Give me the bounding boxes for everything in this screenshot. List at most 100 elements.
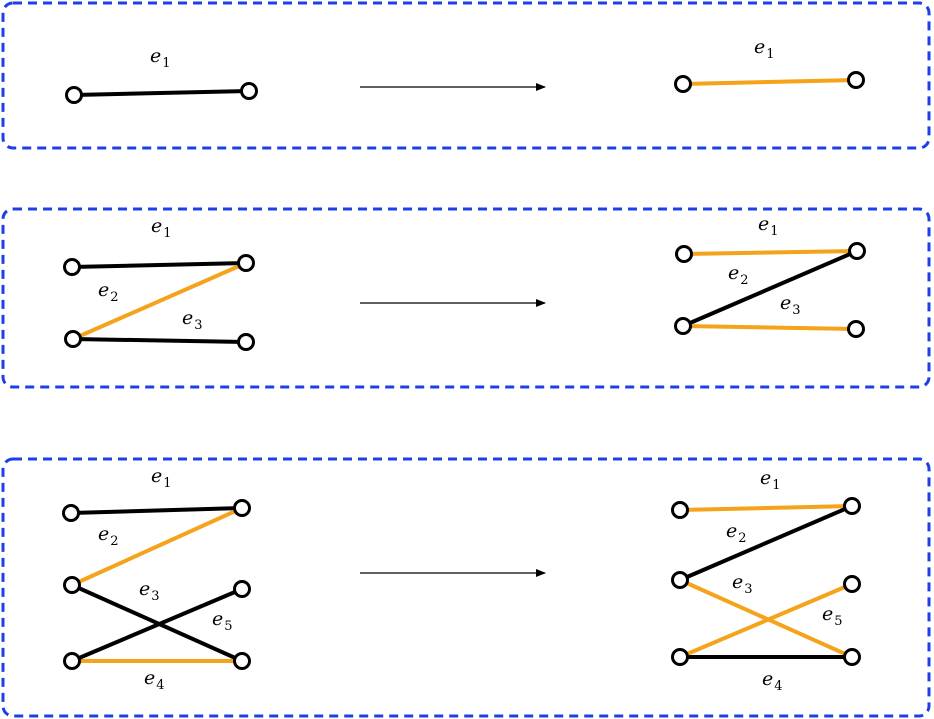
edge-e1: [681, 78, 858, 86]
edge-e3: [681, 324, 858, 331]
vertex-node: [63, 258, 81, 276]
panel-frame: [1, 457, 931, 718]
edge-label-subscript: 1: [162, 56, 170, 71]
edge-label-letter: e: [151, 465, 162, 487]
edge-label-e4: e4: [762, 668, 783, 694]
edge-label-subscript: 5: [834, 614, 842, 629]
edge-label-subscript: 1: [772, 478, 780, 493]
edge-label-e1: e1: [151, 215, 172, 241]
edge-e5: [70, 587, 244, 663]
vertex-node: [240, 82, 258, 100]
edge-e5: [678, 582, 854, 659]
edge-label-subscript: 2: [110, 290, 118, 305]
edge-label-e3: e3: [780, 292, 801, 318]
vertex-node: [233, 652, 251, 670]
edge-e1: [69, 506, 244, 515]
vertex-node: [63, 652, 81, 670]
vertex-node: [233, 499, 251, 517]
vertex-node: [64, 330, 82, 348]
edge-label-letter: e: [760, 467, 771, 489]
vertex-node: [847, 71, 865, 89]
vertex-node: [65, 86, 83, 104]
edge-label-letter: e: [822, 603, 833, 625]
edge-label-letter: e: [150, 45, 161, 67]
vertex-node: [671, 648, 689, 666]
vertex-node: [671, 501, 689, 519]
edge-label-subscript: 3: [744, 582, 752, 597]
edge-label-e3: e3: [139, 578, 160, 604]
edge-label-letter: e: [212, 608, 223, 630]
vertex-node: [62, 504, 80, 522]
edge-label-subscript: 4: [156, 678, 164, 693]
panel-3: [1, 457, 931, 718]
edge-label-letter: e: [182, 307, 193, 329]
edge-label-letter: e: [780, 292, 791, 314]
edge-label-e1: e1: [760, 467, 781, 493]
edge-label-e1: e1: [758, 213, 779, 239]
edge-label-e5: e5: [822, 603, 843, 629]
graph-before-1: e1: [65, 45, 258, 104]
vertex-node: [237, 333, 255, 351]
vertex-node: [237, 254, 255, 272]
panel-frame: [1, 1, 931, 150]
edge-label-subscript: 3: [151, 589, 159, 604]
edge-label-subscript: 4: [774, 679, 782, 694]
edge-label-letter: e: [754, 36, 765, 58]
edge-label-e2: e2: [98, 523, 119, 549]
edge-label-subscript: 2: [110, 534, 118, 549]
edge-label-letter: e: [758, 213, 769, 235]
edge-label-subscript: 1: [770, 224, 778, 239]
edge-e1: [682, 249, 859, 256]
vertex-node: [843, 575, 861, 593]
edge-label-letter: e: [144, 667, 155, 689]
edge-label-letter: e: [726, 520, 737, 542]
edge-label-letter: e: [98, 523, 109, 545]
edge-label-subscript: 2: [740, 273, 748, 288]
vertex-node: [674, 75, 692, 93]
panel-1: [1, 1, 931, 150]
edge-label-e3: e3: [732, 571, 753, 597]
edge-e1: [70, 261, 248, 269]
vertex-node: [848, 242, 866, 260]
edge-label-subscript: 1: [163, 226, 171, 241]
vertex-node: [233, 580, 251, 598]
edge-label-e5: e5: [212, 608, 233, 634]
edge-label-letter: e: [732, 571, 743, 593]
vertex-node: [63, 576, 81, 594]
edge-label-e1: e1: [754, 36, 775, 62]
edge-e3: [71, 337, 248, 344]
edge-label-subscript: 1: [766, 47, 774, 62]
edge-label-letter: e: [139, 578, 150, 600]
panel-2: [1, 207, 931, 389]
edge-label-letter: e: [762, 668, 773, 690]
graph-after-1: e1: [674, 36, 865, 93]
edge-label-subscript: 2: [738, 531, 746, 546]
edge-e2: [681, 249, 859, 328]
edge-label-e4: e4: [144, 667, 165, 693]
vertex-node: [671, 571, 689, 589]
vertex-node: [847, 320, 865, 338]
edge-label-e2: e2: [726, 520, 747, 546]
edge-label-letter: e: [98, 279, 109, 301]
edge-label-subscript: 1: [163, 476, 171, 491]
edge-e1: [72, 89, 251, 97]
vertex-node: [843, 648, 861, 666]
edge-e2: [678, 504, 854, 582]
edge-e2: [70, 506, 244, 587]
vertex-node: [674, 317, 692, 335]
edge-label-e1: e1: [150, 45, 171, 71]
edge-label-letter: e: [151, 215, 162, 237]
edge-label-subscript: 3: [194, 318, 202, 333]
edge-label-e2: e2: [728, 262, 749, 288]
edge-label-e3: e3: [182, 307, 203, 333]
edge-label-letter: e: [728, 262, 739, 284]
edge-label-e2: e2: [98, 279, 119, 305]
edge-label-subscript: 5: [224, 619, 232, 634]
edge-label-e1: e1: [151, 465, 172, 491]
edge-e1: [678, 504, 854, 512]
